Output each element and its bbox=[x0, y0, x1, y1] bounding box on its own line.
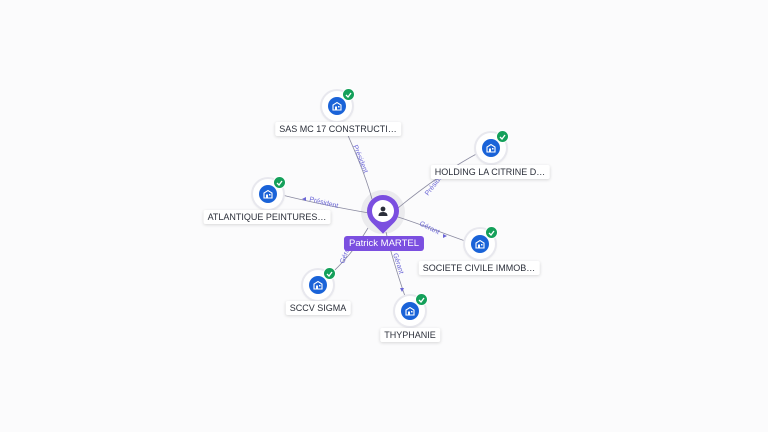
edge-arrow-sci-immob bbox=[443, 234, 447, 238]
company-label-sci-immob[interactable]: SOCIETE CIVILE IMMOB… bbox=[418, 261, 540, 275]
company-node-sci-immob[interactable] bbox=[465, 226, 498, 259]
edge-arrow-thyphanie bbox=[400, 288, 404, 292]
edge-atlantique bbox=[281, 194, 370, 214]
edge-sci-immob bbox=[397, 216, 469, 243]
verified-check-icon bbox=[496, 130, 509, 143]
edge-label-sas-mc17: Président bbox=[351, 144, 369, 174]
building-icon bbox=[328, 97, 346, 115]
company-node-thyphanie[interactable] bbox=[395, 293, 428, 326]
person-pin bbox=[360, 188, 406, 234]
edge-label-atlantique: Président bbox=[309, 196, 339, 210]
edge-sas-mc17 bbox=[337, 112, 373, 200]
person-icon bbox=[378, 206, 388, 216]
edge-arrow-atlantique bbox=[302, 197, 306, 201]
company-node-sccv-sigma[interactable] bbox=[303, 267, 336, 300]
building-icon bbox=[259, 185, 277, 203]
edge-holding-citrine bbox=[397, 151, 481, 209]
company-node-holding-citrine[interactable] bbox=[476, 130, 509, 163]
verified-check-icon bbox=[323, 267, 336, 280]
company-label-atlantique[interactable]: ATLANTIQUE PEINTURES… bbox=[203, 210, 331, 224]
company-node-atlantique[interactable] bbox=[253, 176, 286, 209]
company-label-thyphanie[interactable]: THYPHANIE bbox=[380, 328, 440, 342]
company-label-holding-citrine[interactable]: HOLDING LA CITRINE D… bbox=[430, 165, 550, 179]
company-node-sas-mc17[interactable] bbox=[322, 88, 355, 121]
edge-label-sci-immob: Gérant bbox=[418, 221, 440, 237]
building-icon bbox=[309, 276, 327, 294]
verified-check-icon bbox=[342, 88, 355, 101]
person-name-label[interactable]: Patrick MARTEL bbox=[343, 236, 425, 251]
building-icon bbox=[482, 139, 500, 157]
building-icon bbox=[471, 235, 489, 253]
verified-check-icon bbox=[273, 176, 286, 189]
company-label-sccv-sigma[interactable]: SCCV SIGMA bbox=[285, 301, 351, 315]
verified-check-icon bbox=[415, 293, 428, 306]
person-node[interactable] bbox=[360, 188, 406, 234]
verified-check-icon bbox=[485, 226, 498, 239]
company-label-sas-mc17[interactable]: SAS MC 17 CONSTRUCTI… bbox=[275, 122, 401, 136]
edge-label-thyphanie: Gérant bbox=[391, 252, 404, 275]
building-icon bbox=[401, 302, 419, 320]
